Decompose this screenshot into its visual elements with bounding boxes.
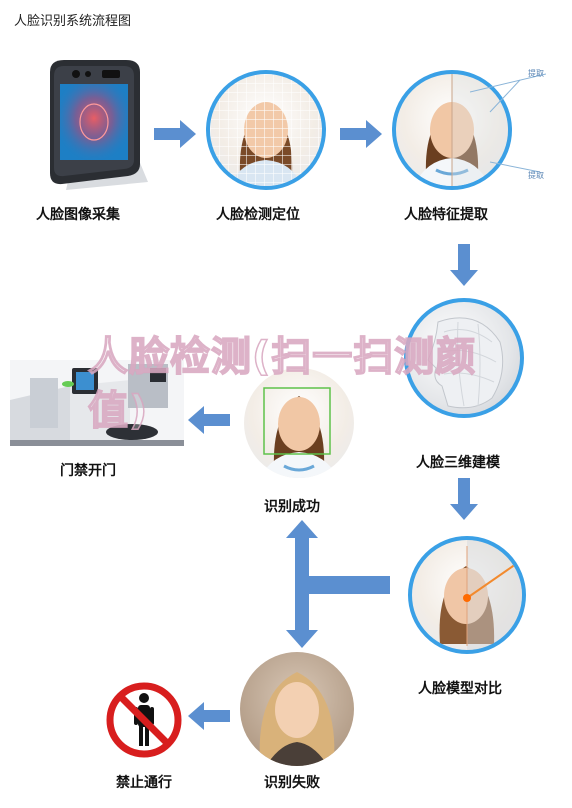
result-label-success: 识别成功 <box>264 499 320 515</box>
step-label-3d-model: 人脸三维建模 <box>416 455 500 471</box>
result-label-gate-open: 门禁开门 <box>60 463 116 479</box>
arrow-left <box>188 702 230 730</box>
diagram-title: 人脸识别系统流程图 <box>14 14 132 29</box>
extract-tag-top: 提取 <box>528 69 544 78</box>
step-label-extract: 人脸特征提取 <box>404 207 488 223</box>
recognition-fail-image <box>240 652 354 766</box>
watermark-overlay: 人脸检测(扫一扫测颜值) <box>87 333 477 435</box>
extraction-pointer-lines <box>470 73 546 173</box>
no-entry-icon <box>106 682 182 758</box>
extract-tag-bottom: 提取 <box>528 171 544 180</box>
feature-extraction-image <box>392 70 512 190</box>
face-detection-image <box>206 70 326 190</box>
arrow-right <box>154 120 196 148</box>
arrow-left <box>188 406 230 434</box>
step-label-detect: 人脸检测定位 <box>216 207 300 223</box>
3d-face-model-image <box>404 298 524 418</box>
branch-connector-arrows <box>286 520 390 648</box>
arrow-down <box>450 244 478 286</box>
recognition-success-image <box>244 368 354 478</box>
access-gate-illustration <box>10 360 184 446</box>
arrow-right <box>340 120 382 148</box>
face-capture-terminal-illustration <box>50 60 148 190</box>
step-label-compare: 人脸模型对比 <box>418 681 502 697</box>
step-label-capture: 人脸图像采集 <box>36 207 120 223</box>
result-label-fail: 识别失败 <box>264 775 320 791</box>
arrow-down <box>450 478 478 520</box>
face-model-comparison-image <box>408 536 526 654</box>
result-label-no-entry: 禁止通行 <box>116 775 172 791</box>
